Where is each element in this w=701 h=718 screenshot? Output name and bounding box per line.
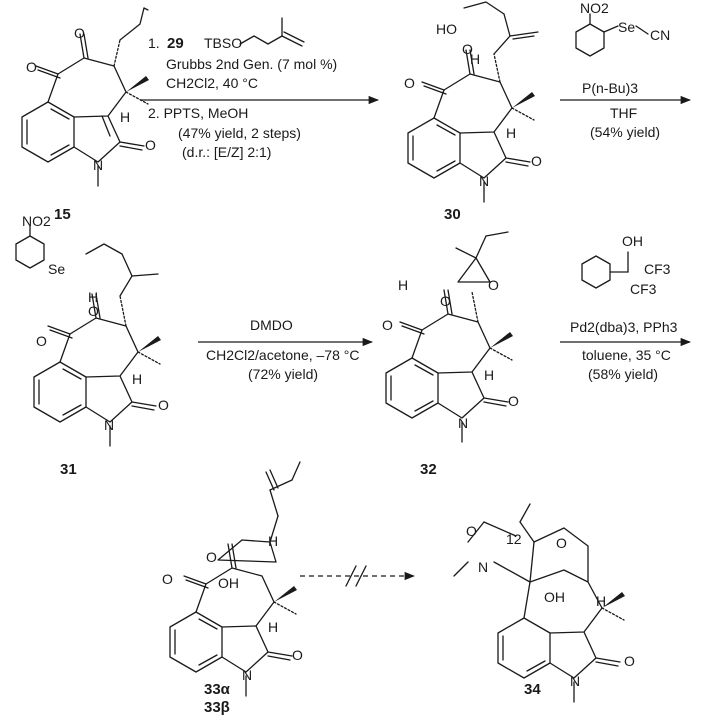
atom-h: H <box>596 593 606 609</box>
atom-h: H <box>470 51 480 67</box>
atom-n: N <box>104 417 114 433</box>
step2-solvent: THF <box>610 105 637 121</box>
step4-yield: (58% yield) <box>588 366 658 382</box>
atom-o: O <box>531 153 542 169</box>
atom-o: O <box>162 571 173 587</box>
nitrophenyl-ring <box>15 225 45 269</box>
atom-o: O <box>206 549 217 565</box>
failed-mark-slash <box>345 565 357 587</box>
compound-label-30: 30 <box>444 206 461 223</box>
reagent-29-chain <box>239 35 283 45</box>
step3-solvent: CH2Cl2/acetone, –78 °C <box>206 347 359 363</box>
compound-34-structure <box>453 503 625 703</box>
atom-h: H <box>132 371 142 387</box>
atom-ho: HO <box>436 21 457 37</box>
compound-30-structure <box>407 1 539 203</box>
atom-o: O <box>440 293 451 309</box>
step1-solvent: CH2Cl2, 40 °C <box>166 75 258 91</box>
fluoroalcohol-reagent <box>581 251 629 289</box>
atom-n: N <box>570 673 580 689</box>
atom-o: O <box>382 317 393 333</box>
atom-o: O <box>292 647 303 663</box>
reagent-se: Se <box>618 19 635 35</box>
step1-tbso: TBSO <box>204 35 242 51</box>
step1-grubbs: Grubbs 2nd Gen. (7 mol %) <box>166 56 337 72</box>
atom-o: O <box>88 303 99 319</box>
atom-o: O <box>462 41 473 57</box>
atom-n: N <box>242 667 252 683</box>
compound-label-32: 32 <box>420 461 437 478</box>
step1-dr: (d.r.: [E/Z] 2:1) <box>182 144 271 160</box>
atom-o: O <box>158 397 169 413</box>
atom-o: O <box>74 25 85 41</box>
step3-yield: (72% yield) <box>248 366 318 382</box>
reagent-oh: OH <box>622 233 643 249</box>
atom-oh: OH <box>218 575 239 591</box>
compound-label-34: 34 <box>524 681 541 698</box>
atom-h: H <box>268 533 278 549</box>
reagent-no2: NO2 <box>580 0 609 16</box>
step1-yield: (47% yield, 2 steps) <box>178 125 301 141</box>
atom-o: O <box>36 333 47 349</box>
step2-phosphine: P(n-Bu)3 <box>582 80 638 96</box>
compound-33-structure <box>169 461 301 697</box>
atom-n: N <box>458 415 468 431</box>
reagent-cn: CN <box>650 27 670 43</box>
atom-o: O <box>404 75 415 91</box>
step1-reagent-29: 29 <box>167 35 184 52</box>
atom-o: O <box>466 523 477 539</box>
atom-h: H <box>88 289 98 305</box>
atom-h: H <box>484 367 494 383</box>
compound-32-structure <box>385 231 514 443</box>
step4-solvent: toluene, 35 °C <box>582 347 671 363</box>
atom-oh: OH <box>544 589 565 605</box>
compound-label-33a: 33α <box>204 681 231 698</box>
reagent-cf3-b: CF3 <box>630 281 657 297</box>
atom-no2: NO2 <box>22 213 51 229</box>
carbon-12-label: 12 <box>506 531 522 547</box>
atom-o: O <box>26 59 37 75</box>
atom-n: N <box>479 173 489 189</box>
reagent-cf3-a: CF3 <box>644 261 671 277</box>
compound-label-31: 31 <box>60 461 77 478</box>
atom-o: O <box>508 393 519 409</box>
step3-dmdo: DMDO <box>250 317 293 333</box>
compound-31-structure <box>33 243 162 447</box>
atom-h: H <box>398 277 408 293</box>
atom-o: O <box>556 535 567 551</box>
atom-h: H <box>268 619 278 635</box>
atom-o: O <box>145 137 156 153</box>
atom-h: H <box>506 125 516 141</box>
compound-label-15: 15 <box>54 206 71 223</box>
atom-o: O <box>624 653 635 669</box>
atom-se: Se <box>48 261 65 277</box>
atom-o: O <box>488 277 499 293</box>
step4-catalyst: Pd2(dba)3, PPh3 <box>570 319 678 335</box>
step1-number: 1. <box>148 35 160 51</box>
atom-n: N <box>93 157 103 173</box>
selenocyanate-reagent <box>575 13 649 57</box>
step1-pp-ts: 2. PPTS, MeOH <box>148 105 248 121</box>
atom-h: H <box>120 109 130 125</box>
atom-n: N <box>478 559 488 575</box>
compound-15-structure <box>21 7 150 187</box>
failed-mark-slash <box>355 565 367 587</box>
step2-yield: (54% yield) <box>590 124 660 140</box>
compound-label-33b: 33β <box>204 699 230 716</box>
